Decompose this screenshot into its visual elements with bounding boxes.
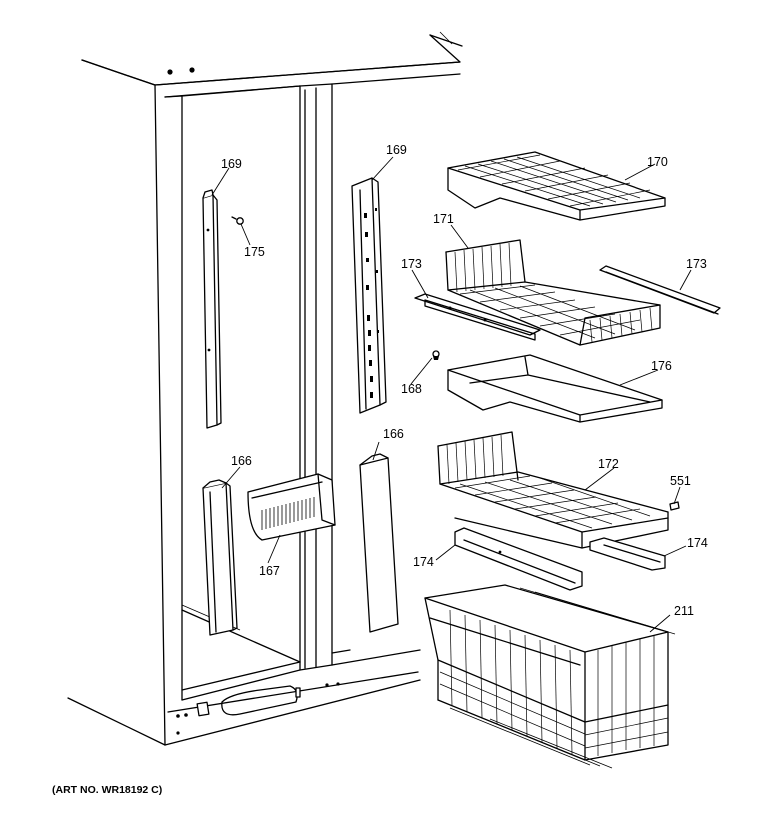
fastener — [669, 501, 680, 511]
vent-cover — [247, 473, 336, 541]
label-slide-lower-left: 174 — [413, 555, 434, 569]
slide-lower-right — [589, 537, 666, 571]
label-wire-bin: 171 — [433, 212, 454, 226]
label-clip: 168 — [401, 382, 422, 396]
label-wire-shelf: 172 — [598, 457, 619, 471]
label-fastener: 551 — [670, 474, 691, 488]
shelf-rail-right — [351, 177, 387, 414]
trim-left — [202, 479, 238, 636]
art-number: (ART NO. WR18192 C) — [52, 784, 163, 796]
slide-lower-left — [454, 527, 583, 591]
label-slide-rail-left: 173 — [401, 257, 422, 271]
label-basket: 211 — [674, 604, 694, 618]
shelf-rail-left — [202, 189, 222, 429]
shelf-top — [447, 151, 666, 221]
label-trim-left: 166 — [231, 454, 252, 468]
label-slide-rail-right: 173 — [686, 257, 707, 271]
part-labels: 169 169 175 170 171 173 173 168 176 172 … — [221, 143, 708, 618]
label-rail-right: 169 — [386, 143, 407, 157]
label-screw: 175 — [244, 245, 265, 259]
trim-right — [359, 453, 399, 633]
wire-shelf — [437, 431, 669, 549]
label-rail-left: 169 — [221, 157, 242, 171]
clip — [432, 350, 440, 360]
label-slide-lower-right: 174 — [687, 536, 708, 550]
freezer-basket — [424, 584, 676, 769]
freezer-cabinet — [67, 31, 463, 746]
label-trim-right: 166 — [383, 427, 404, 441]
wire-bin — [445, 239, 661, 346]
label-shelf-frame: 176 — [651, 359, 672, 373]
slide-rail-right — [599, 265, 721, 315]
shelf-frame — [447, 354, 663, 423]
label-vent-cover: 167 — [259, 564, 280, 578]
screw — [231, 216, 244, 225]
label-shelf-top: 170 — [647, 155, 668, 169]
slide-rail-left — [414, 293, 541, 341]
callout-leaders — [211, 156, 692, 633]
